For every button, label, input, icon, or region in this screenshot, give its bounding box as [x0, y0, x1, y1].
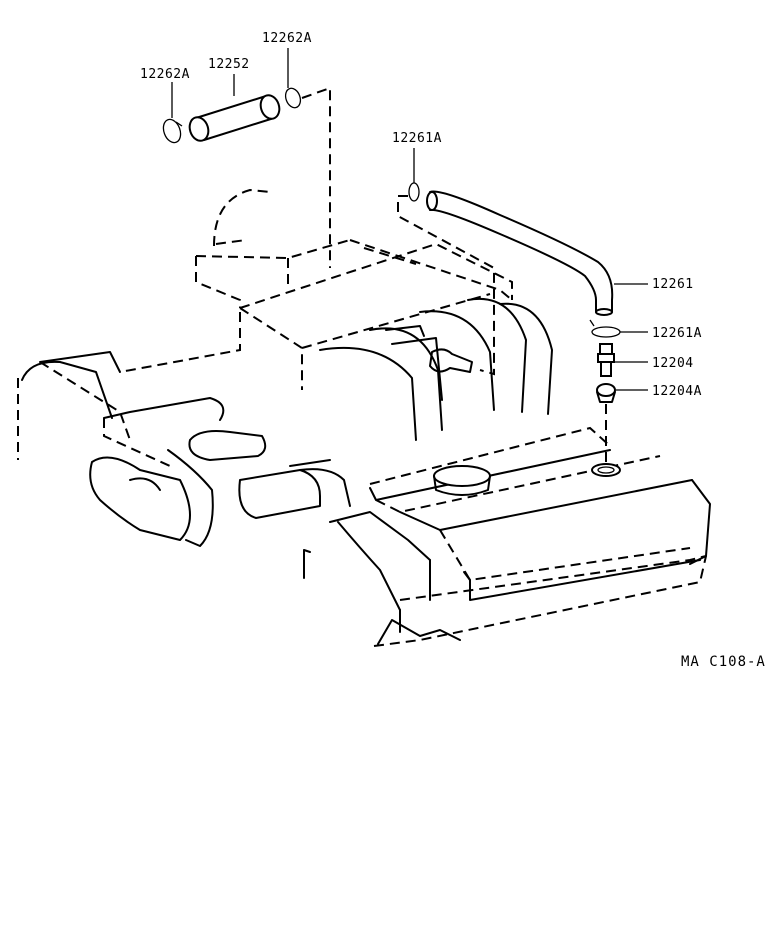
diagram-reference-code: MA C108-A [681, 654, 766, 670]
pcv-grommet-hole [591, 463, 621, 477]
label-hose-12252: 12252 [208, 57, 250, 72]
label-clamp-12262A-right: 12262A [262, 31, 312, 46]
hose-end-lower [595, 308, 613, 316]
hose-end-right [259, 94, 281, 120]
label-hose-12261: 12261 [652, 277, 694, 292]
label-clamp-12262A-left: 12262A [140, 67, 190, 82]
oil-filler-cap [433, 465, 491, 487]
label-grommet-12204A: 12204A [652, 384, 702, 399]
grommet-12204A [596, 383, 616, 403]
ventilation-hose-assembly [162, 48, 331, 268]
hose-end-upper [426, 191, 438, 211]
ventilation-hose-12252 [195, 95, 275, 141]
label-clamp-12261A-lower: 12261A [652, 326, 702, 341]
clamp-12262A-right [284, 87, 302, 109]
label-pcv-valve-12204: 12204 [652, 356, 694, 371]
clamp-12262A-left [162, 118, 182, 144]
label-clamp-12261A-upper: 12261A [392, 131, 442, 146]
pcv-valve-12204 [597, 343, 615, 377]
clamp-12261A-upper [408, 182, 420, 202]
clamp-12261A-lower [591, 326, 621, 338]
engine-outline [17, 188, 711, 647]
pcv-hose-12261 [429, 190, 614, 313]
hose-end-left [188, 116, 210, 142]
